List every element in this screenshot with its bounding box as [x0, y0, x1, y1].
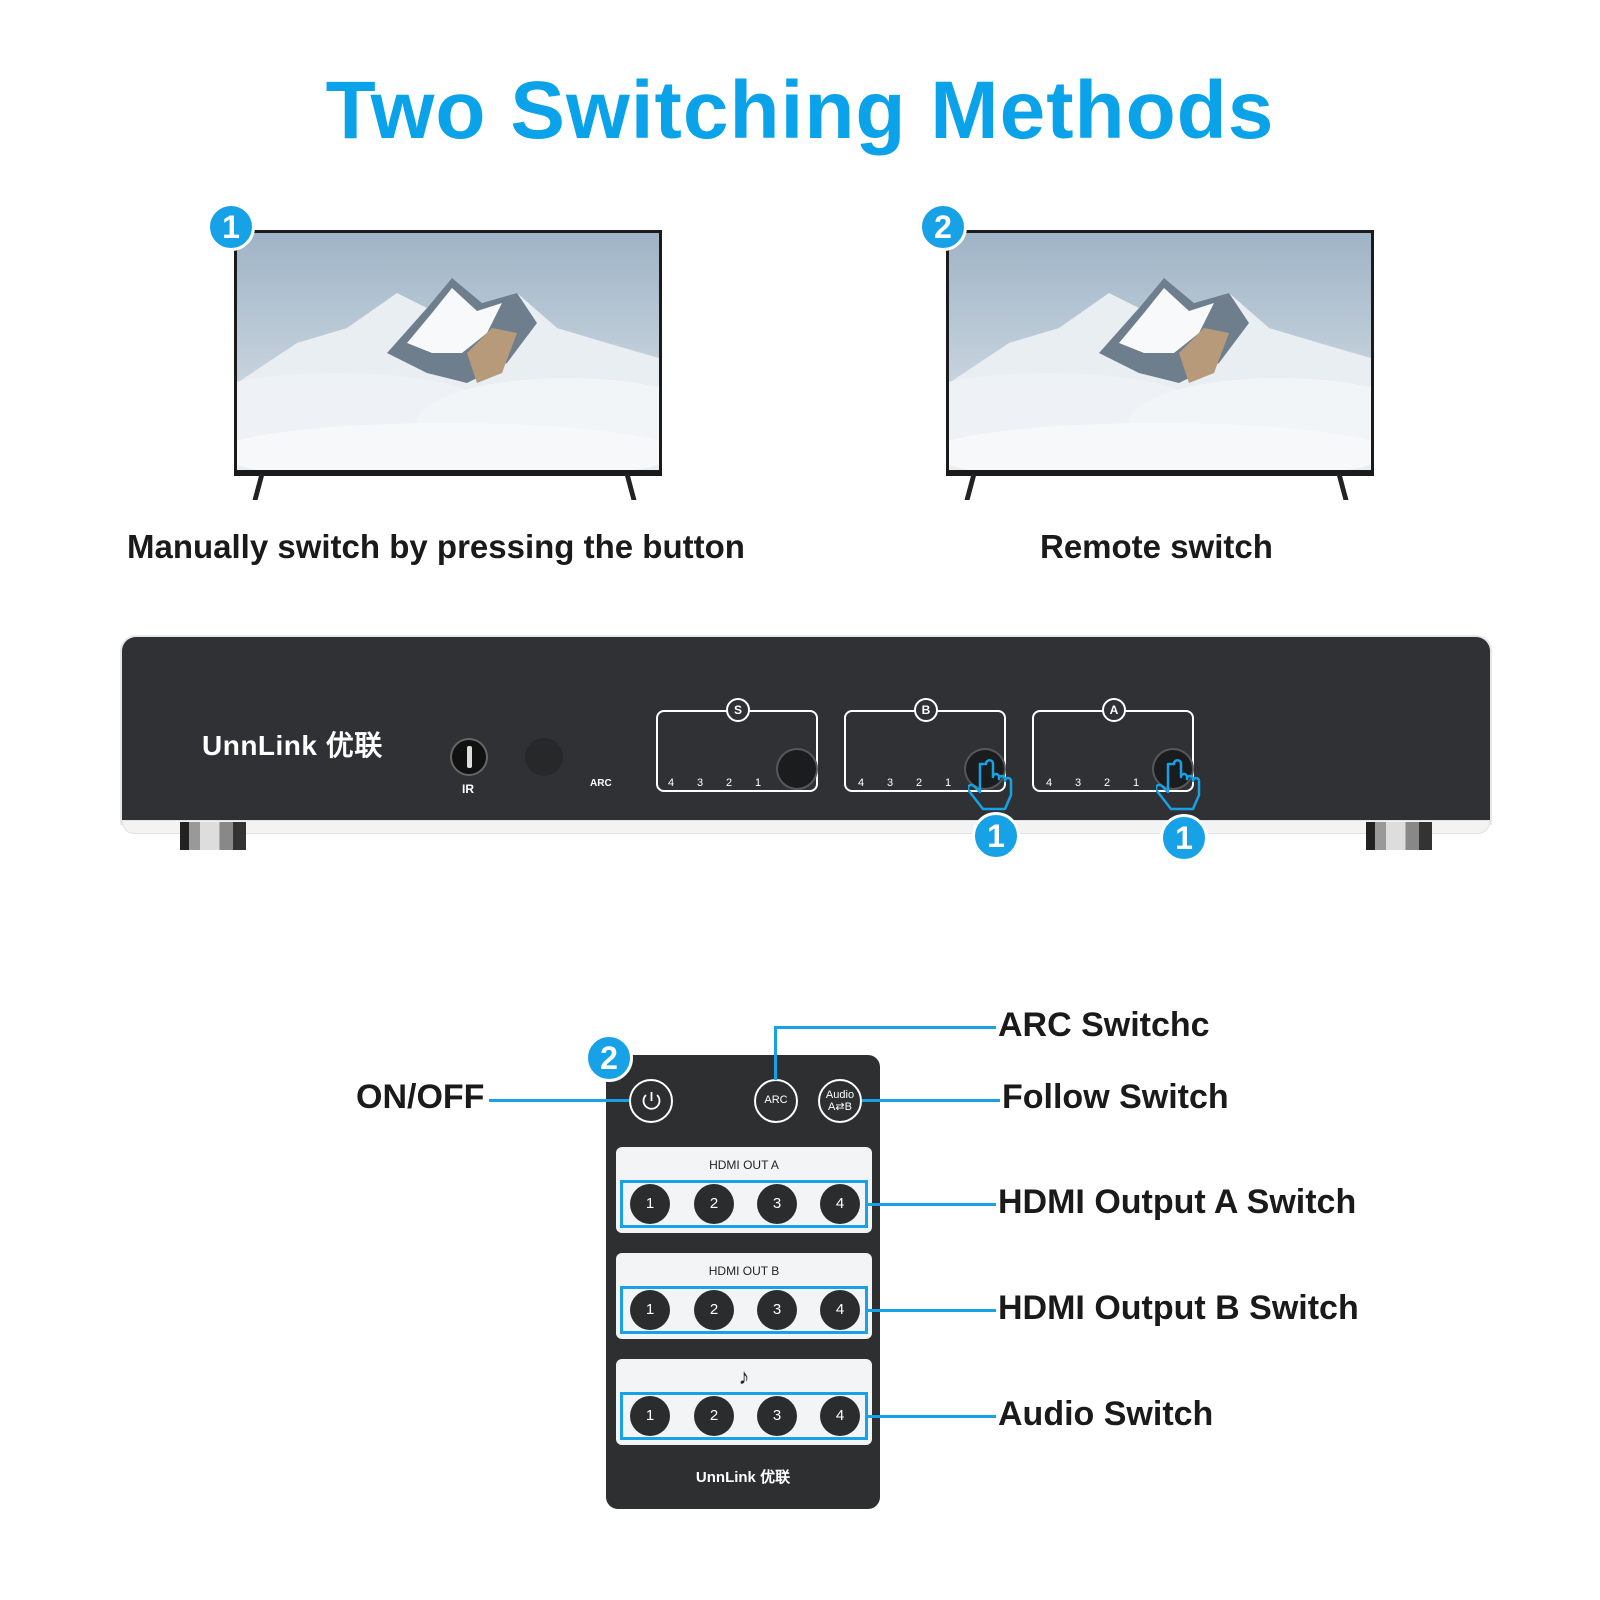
- method-badge-1: 1: [207, 203, 255, 251]
- tv-remote: [946, 230, 1374, 500]
- tv-screen: [946, 230, 1374, 476]
- callout-audio: Audio Switch: [998, 1395, 1214, 1433]
- callout-line-arc-v: [774, 1026, 777, 1080]
- callout-line-follow: [862, 1099, 1000, 1102]
- callout-hdmi-a: HDMI Output A Switch: [998, 1183, 1357, 1221]
- panel-s-letter: S: [726, 698, 750, 722]
- led-label: 4: [668, 777, 675, 789]
- led-label: 4: [858, 777, 865, 789]
- tv-manual: [234, 230, 662, 500]
- tv-stand-right: [1336, 474, 1349, 500]
- led-label: 3: [1075, 777, 1082, 789]
- callout-hdmi-b: HDMI Output B Switch: [998, 1289, 1359, 1327]
- arc-button[interactable]: ARC: [754, 1079, 798, 1123]
- hdmi-a-button-4[interactable]: 4: [820, 1184, 860, 1224]
- panel-a-button[interactable]: [1154, 750, 1192, 788]
- panel-b-letter: B: [914, 698, 938, 722]
- music-note-icon: ♪: [738, 1364, 750, 1389]
- hdmi-out-b-highlight: [620, 1286, 868, 1334]
- panel-s-button[interactable]: [778, 750, 816, 788]
- panel-b-leds: 4 3 2 1: [858, 777, 974, 789]
- led-label: 2: [916, 777, 923, 789]
- led-label: 3: [887, 777, 894, 789]
- tv-stand-left: [964, 474, 977, 500]
- power-icon: [642, 1092, 660, 1110]
- arc-button-label: ARC: [764, 1094, 788, 1106]
- pointing-hand-icon: [1156, 759, 1201, 811]
- led-label: 2: [726, 777, 733, 789]
- audio-button-2[interactable]: 2: [694, 1396, 734, 1436]
- audio-button-label: Audio: [825, 1089, 855, 1101]
- audio-follow-button[interactable]: Audio A⇄B: [818, 1079, 862, 1123]
- led-label: 4: [1046, 777, 1053, 789]
- method-caption-manual: Manually switch by pressing the button: [127, 528, 745, 565]
- mountain-landscape-image: [949, 233, 1371, 470]
- led-label: 1: [755, 777, 762, 789]
- hdmi-a-button-1[interactable]: 1: [630, 1184, 670, 1224]
- hdmi-a-button-3[interactable]: 3: [757, 1184, 797, 1224]
- power-button[interactable]: [629, 1079, 673, 1123]
- press-badge-b: 1: [972, 812, 1020, 860]
- callout-line-hdmi-b: [868, 1309, 996, 1312]
- led-label: 2: [1104, 777, 1111, 789]
- hdmi-out-b-label: HDMI OUT B: [708, 1264, 780, 1278]
- arc-label: ARC: [590, 778, 612, 789]
- tv-screen: [234, 230, 662, 476]
- callout-arc: ARC Switchc: [998, 1006, 1210, 1044]
- method-caption-remote: Remote switch: [1040, 528, 1273, 565]
- device-foot-left: [180, 822, 246, 850]
- led-label: 1: [945, 777, 952, 789]
- remote-brand-logo: UnnLink 优联: [695, 1469, 791, 1486]
- ir-label: IR: [462, 782, 474, 796]
- panel-b-button[interactable]: [966, 750, 1004, 788]
- callout-line-arc-h: [774, 1026, 996, 1029]
- device-brand-logo: UnnLink 优联: [202, 730, 383, 761]
- pointing-hand-icon: [968, 759, 1013, 811]
- audio-highlight: [620, 1392, 868, 1440]
- callout-line-hdmi-a: [868, 1203, 996, 1206]
- callout-line-on-off: [489, 1099, 629, 1102]
- method-badge-2: 2: [919, 203, 967, 251]
- led-label: 1: [1133, 777, 1140, 789]
- hdmi-b-button-1[interactable]: 1: [630, 1290, 670, 1330]
- tv-stand-right: [624, 474, 637, 500]
- panel-s-leds: 4 3 2 1: [668, 777, 784, 789]
- callout-on-off: ON/OFF: [356, 1078, 485, 1116]
- audio-button-3[interactable]: 3: [757, 1396, 797, 1436]
- audio-button-4[interactable]: 4: [820, 1396, 860, 1436]
- device-base: [122, 820, 1490, 834]
- audio-ab-label: A⇄B: [828, 1101, 852, 1113]
- page-title: Two Switching Methods: [325, 65, 1275, 156]
- hdmi-b-button-2[interactable]: 2: [694, 1290, 734, 1330]
- hdmi-a-button-2[interactable]: 2: [694, 1184, 734, 1224]
- press-badge-a: 1: [1160, 814, 1208, 862]
- hdmi-out-a-highlight: [620, 1180, 868, 1228]
- hdmi-out-a-label: HDMI OUT A: [709, 1158, 779, 1172]
- callout-line-audio: [868, 1415, 996, 1418]
- device-foot-right: [1366, 822, 1432, 850]
- tv-stand-left: [252, 474, 265, 500]
- callout-follow: Follow Switch: [1002, 1078, 1229, 1116]
- panel-a-leds: 4 3 2 1: [1046, 777, 1162, 789]
- panel-a-letter: A: [1102, 698, 1126, 722]
- ir-receiver-icon: [452, 740, 486, 774]
- remote-badge: 2: [585, 1034, 633, 1082]
- hdmi-b-button-3[interactable]: 3: [757, 1290, 797, 1330]
- sensor-window-icon: [525, 738, 563, 776]
- mountain-landscape-image: [237, 233, 659, 470]
- audio-button-1[interactable]: 1: [630, 1396, 670, 1436]
- led-label: 3: [697, 777, 704, 789]
- hdmi-switcher-device: [122, 637, 1490, 823]
- hdmi-b-button-4[interactable]: 4: [820, 1290, 860, 1330]
